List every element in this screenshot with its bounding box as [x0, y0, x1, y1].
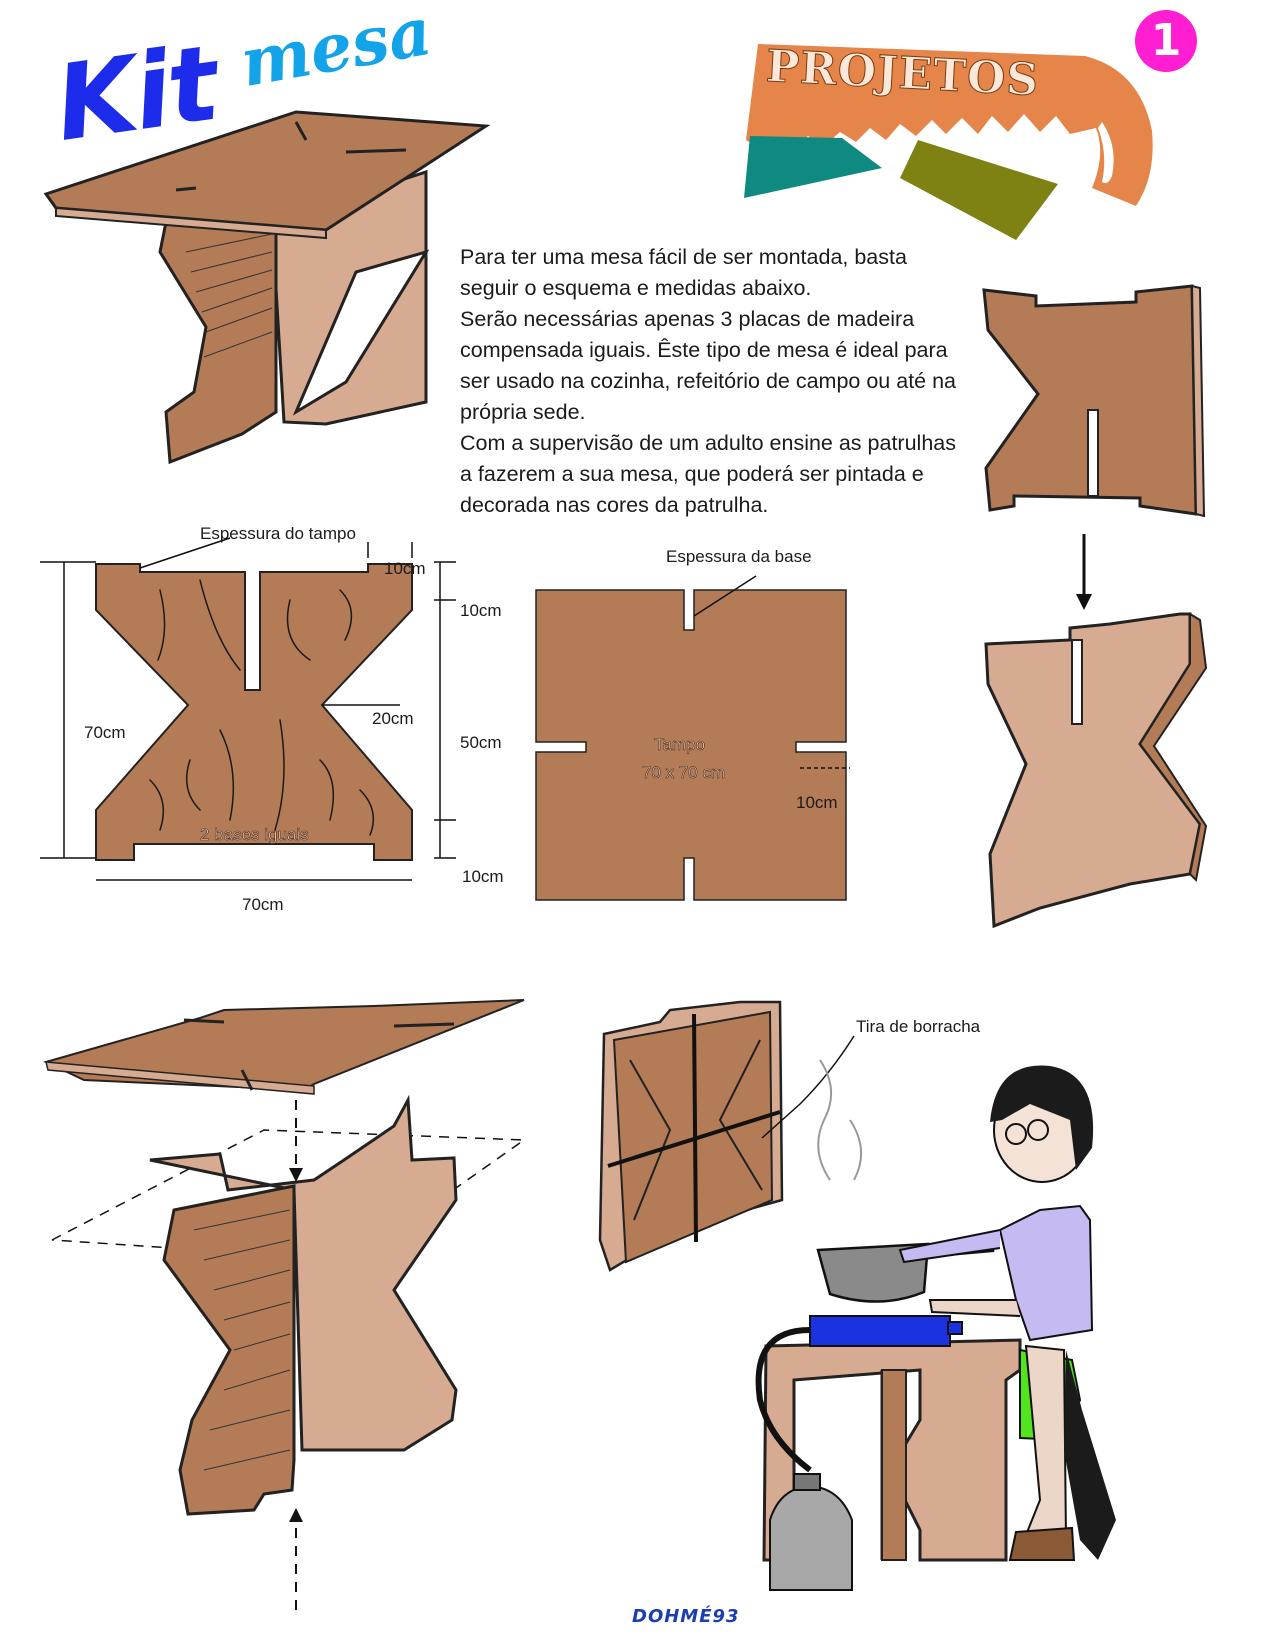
- folded-kit-illustration: [598, 1000, 784, 1272]
- page-number-badge: 1: [1135, 10, 1197, 72]
- intro-paragraph-3: Com a supervisão de um adulto ensine as …: [460, 431, 956, 517]
- intro-paragraph-1: Para ter uma mesa fácil de ser montada, …: [460, 245, 907, 300]
- title-mesa: mesa: [234, 0, 438, 103]
- label-top-size: 70 x 70 cm: [642, 763, 726, 782]
- label-rubber-strap: Tira de borracha: [856, 1017, 981, 1036]
- base-pieces-illustration: [982, 284, 1208, 929]
- label-top-name: Tampo: [654, 735, 706, 754]
- label-seg-top: 10cm: [460, 601, 502, 620]
- artist-signature: DOHMÉ93: [632, 1606, 740, 1627]
- label-notch-width: 10cm: [384, 559, 426, 578]
- label-seg-mid: 50cm: [460, 733, 502, 752]
- label-width: 70cm: [242, 895, 284, 914]
- label-height: 70cm: [84, 723, 126, 742]
- strap-pointer-line: [761, 1035, 855, 1139]
- intro-text: Para ter uma mesa fácil de ser montada, …: [460, 242, 960, 521]
- label-slot-depth: 10cm: [796, 793, 838, 812]
- label-waist: 20cm: [372, 709, 414, 728]
- base-diagram: [40, 537, 456, 881]
- label-thickness-top: Espessura do tampo: [200, 524, 356, 543]
- exploded-assembly-illustration: [43, 999, 527, 1610]
- intro-paragraph-2: Serão necessárias apenas 3 placas de mad…: [460, 307, 957, 424]
- top-diagram: [535, 575, 850, 901]
- assembled-table-illustration: [43, 110, 491, 465]
- label-thickness-base: Espessura da base: [666, 547, 812, 566]
- saw-banner-graphic: [744, 44, 1153, 240]
- cook-scene-illustration: [755, 1059, 1116, 1591]
- label-seg-bottom: 10cm: [462, 867, 504, 886]
- label-bases-caption: 2 bases iguais: [200, 825, 309, 844]
